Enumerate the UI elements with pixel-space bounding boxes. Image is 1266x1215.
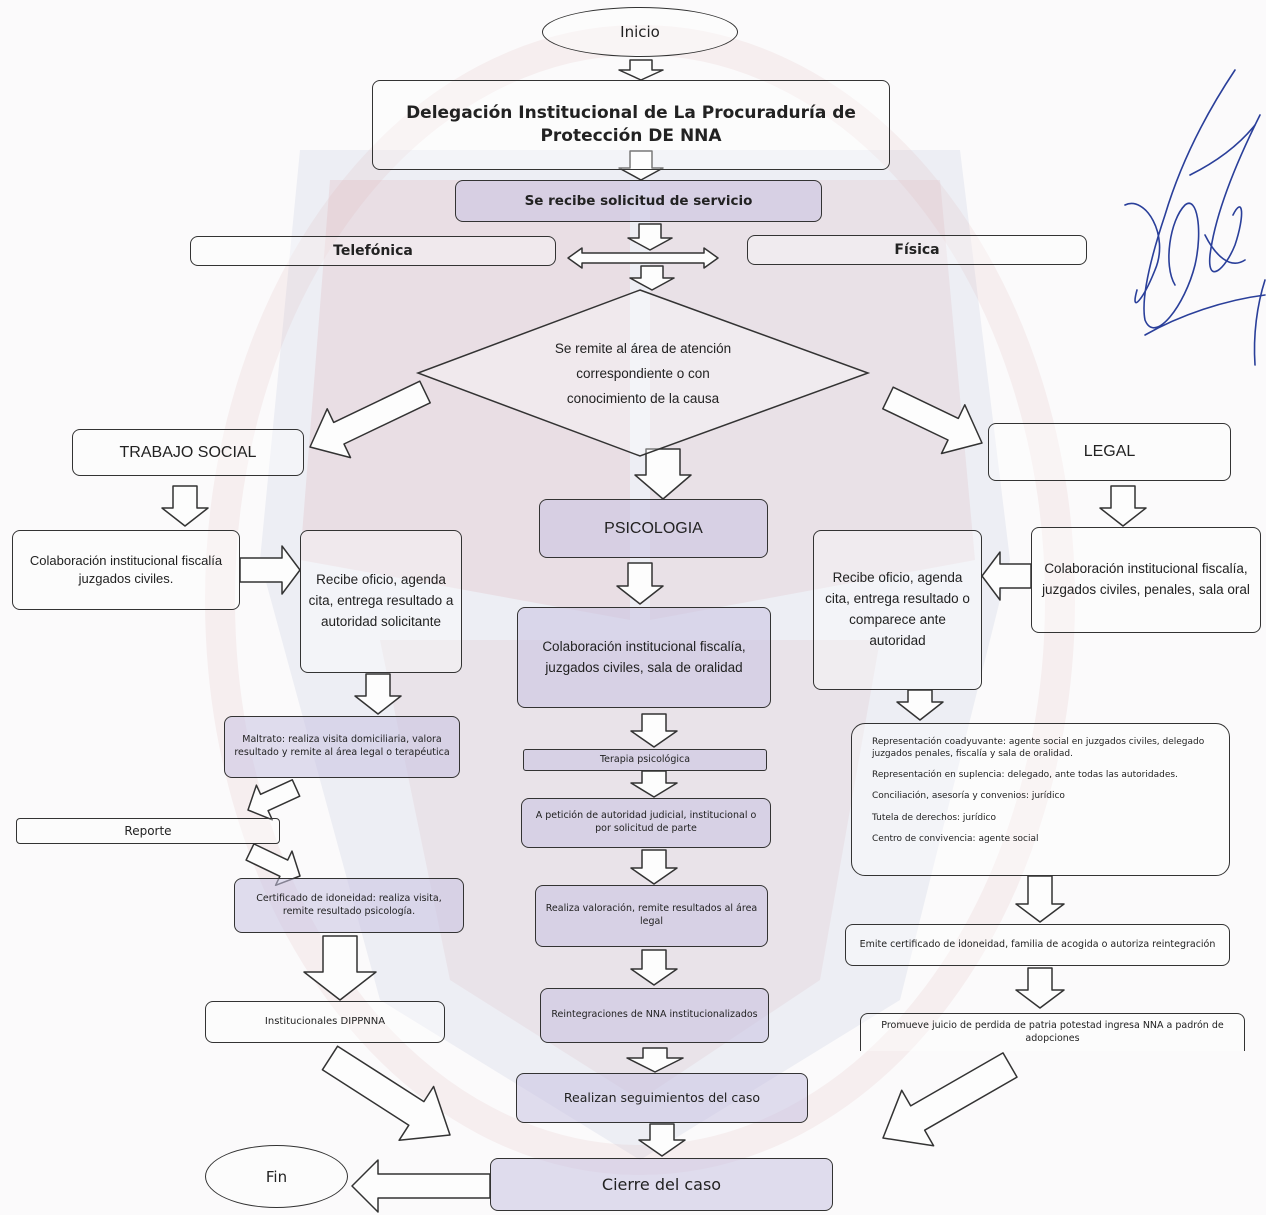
arrow-ts-colab-oficio <box>239 545 301 595</box>
peticion-box: A petición de autoridad judicial, instit… <box>521 798 771 848</box>
representacion-item: Conciliación, asesoría y convenios: jurí… <box>872 791 1065 802</box>
representacion-item: Tutela de derechos: jurídico <box>872 812 996 823</box>
cierre-label: Cierre del caso <box>601 1174 722 1194</box>
arrow-institucionales-cierre <box>321 1045 451 1142</box>
psicologia-label: PSICOLOGIA <box>604 519 703 537</box>
valoracion-label: Realiza valoración, remite resultados al… <box>545 903 758 927</box>
maltrato-box: Maltrato: realiza visita domiciliaria, v… <box>224 716 460 778</box>
arrow-decision-trabajo-social <box>309 380 431 459</box>
arrow-psicologia-colaboracion <box>616 562 664 605</box>
arrow-lg-oficio-representacion <box>896 689 944 721</box>
arrow-seguimientos-cierre <box>638 1123 686 1157</box>
promueve-label: Promueve juicio de perdida de patria pot… <box>881 1019 1224 1044</box>
arrow-valoracion-reintegraciones <box>630 949 678 986</box>
maltrato-label: Maltrato: realiza visita domiciliaria, v… <box>234 734 450 758</box>
arrow-representacion-emite <box>1015 875 1065 923</box>
arrow-inicio-delegacion <box>618 59 664 81</box>
arrow-certificado-institucionales <box>303 935 377 1001</box>
terapia-label: Terapia psicológica <box>599 753 691 765</box>
arrow-promueve-cierre <box>882 1052 1018 1147</box>
double-arrow-canales <box>567 247 719 269</box>
delegacion-label: Delegación Institucional de La Procuradu… <box>406 103 856 146</box>
valoracion-box: Realiza valoración, remite resultados al… <box>535 885 768 947</box>
start-label: Inicio <box>620 23 660 41</box>
representacion-item: Representación en suplencia: delegado, a… <box>872 770 1178 781</box>
arrow-terapia-peticion <box>630 770 678 798</box>
certificado-ts-label: Certificado de idoneidad: realiza visita… <box>256 892 442 917</box>
reporte-box: Reporte <box>16 818 280 844</box>
arrow-ts-oficio-maltrato <box>354 673 402 715</box>
arrow-ps-colab-terapia <box>630 713 678 748</box>
terapia-box: Terapia psicológica <box>523 749 767 771</box>
arrow-peticion-valoracion <box>630 849 678 885</box>
certificado-ts-box: Certificado de idoneidad: realiza visita… <box>234 878 464 933</box>
cierre-box: Cierre del caso <box>490 1158 833 1211</box>
signature-image <box>1124 69 1266 366</box>
institucionales-label: Institucionales DIPPNNA <box>264 1016 386 1028</box>
legal-box: LEGAL <box>988 423 1231 481</box>
reintegraciones-label: Reintegraciones de NNA institucionalizad… <box>551 1009 758 1021</box>
end-label: Fin <box>265 1167 288 1186</box>
psicologia-box: PSICOLOGIA <box>539 499 768 558</box>
promueve-box: Promueve juicio de perdida de patria pot… <box>860 1013 1245 1051</box>
ts-recibe-oficio-box: Recibe oficio, agenda cita, entrega resu… <box>300 530 462 673</box>
trabajo-social-box: TRABAJO SOCIAL <box>72 429 304 476</box>
fisica-box: Física <box>747 235 1087 265</box>
representacion-list: Representación coadyuvante: agente socia… <box>858 726 1223 873</box>
trabajo-social-label: TRABAJO SOCIAL <box>119 443 257 461</box>
lg-recibe-oficio-box: Recibe oficio, agenda cita, entrega resu… <box>813 530 982 690</box>
arrow-reintegraciones-seguimientos <box>626 1047 684 1073</box>
recibe-solicitud-label: Se recibe solicitud de servicio <box>524 192 753 209</box>
ps-colaboracion-label: Colaboración institucional fiscalía, juz… <box>542 638 746 675</box>
arrow-cierre-fin <box>351 1159 491 1213</box>
reintegraciones-box: Reintegraciones de NNA institucionalizad… <box>540 988 769 1043</box>
emite-box: Emite certificado de idoneidad, familia … <box>845 924 1230 966</box>
recibe-solicitud-box: Se recibe solicitud de servicio <box>455 180 822 222</box>
arrow-maltrato-reporte <box>247 779 301 821</box>
arrow-decision-legal <box>882 386 983 455</box>
ts-colaboracion-label: Colaboración institucional fiscalía juzg… <box>29 553 223 586</box>
arrow-ts-colaboracion <box>161 485 209 527</box>
telefonica-label: Telefónica <box>333 242 413 259</box>
lg-colaboracion-box: Colaboración institucional fiscalía, juz… <box>1031 527 1261 633</box>
representacion-item: Representación coadyuvante: agente socia… <box>872 737 1205 760</box>
arrow-lg-colab-oficio <box>981 551 1032 601</box>
lg-colaboracion-label: Colaboración institucional fiscalía, juz… <box>1042 561 1250 597</box>
end-node: Fin <box>205 1145 348 1208</box>
lg-recibe-oficio-label: Recibe oficio, agenda cita, entrega resu… <box>825 570 970 648</box>
arrow-legal-colaboracion <box>1099 485 1147 527</box>
arrow-reporte-certificado <box>245 843 301 887</box>
representacion-item: Centro de convivencia: agente social <box>872 833 1039 844</box>
decision-label: Se remite al área de atención correspond… <box>554 341 732 406</box>
emite-label: Emite certificado de idoneidad, familia … <box>859 938 1216 950</box>
institucionales-box: Institucionales DIPPNNA <box>205 1001 445 1043</box>
ps-colaboracion-box: Colaboración institucional fiscalía, juz… <box>517 607 771 708</box>
delegacion-box: Delegación Institucional de La Procuradu… <box>372 80 890 170</box>
arrow-canales-decision <box>629 265 675 291</box>
arrow-delegacion-recibe <box>618 150 664 181</box>
ts-recibe-oficio-label: Recibe oficio, agenda cita, entrega resu… <box>308 572 454 629</box>
arrow-recibe-canales <box>627 223 673 251</box>
legal-label: LEGAL <box>1083 443 1136 461</box>
ts-colaboracion-box: Colaboración institucional fiscalía juzg… <box>12 530 240 610</box>
fisica-label: Física <box>894 241 940 258</box>
telefonica-box: Telefónica <box>190 236 556 266</box>
arrow-emite-promueve <box>1015 967 1065 1009</box>
seguimientos-box: Realizan seguimientos del caso <box>516 1073 808 1123</box>
peticion-label: A petición de autoridad judicial, instit… <box>535 810 757 834</box>
start-node: Inicio <box>542 7 738 57</box>
seguimientos-label: Realizan seguimientos del caso <box>563 1089 761 1105</box>
reporte-label: Reporte <box>124 823 172 838</box>
representacion-box: Representación coadyuvante: agente socia… <box>851 723 1230 876</box>
arrow-decision-psicologia <box>634 448 692 500</box>
